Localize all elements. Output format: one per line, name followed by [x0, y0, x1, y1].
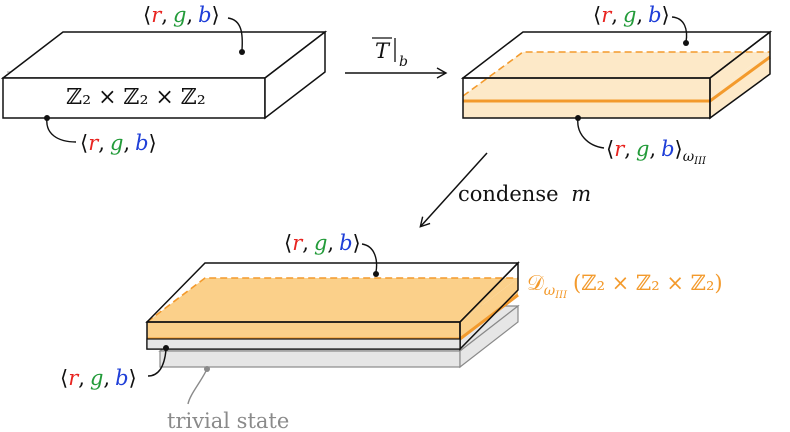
arrow-condense-m: condense m — [419, 152, 591, 228]
slab2-top-boundary-label: ⟨r,g,b⟩ — [593, 3, 689, 46]
slab2-orange-top — [463, 52, 770, 96]
slab2-orange-dashed — [462, 51, 770, 97]
slab-twisted-quantum-double — [145, 261, 520, 351]
arrow1-T-label: T — [375, 39, 391, 63]
rang-glyph: ⟩ — [212, 3, 220, 27]
g-label: g — [173, 3, 186, 27]
twisted-double-label: 𝒟ωIII(ℤ₂ × ℤ₂ × ℤ₂) — [527, 271, 723, 301]
slab1-group-label: ℤ₂ × ℤ₂ × ℤ₂ — [66, 85, 205, 110]
omega-sub: ω — [683, 149, 695, 165]
arrow2-label: condense m — [458, 182, 591, 206]
r-label: r — [151, 3, 163, 27]
svg-text:⟨r,g,b⟩: ⟨r,g,b⟩ — [593, 3, 670, 27]
D-symbol: 𝒟 — [527, 271, 544, 295]
slab-z2-cubed: ℤ₂ × ℤ₂ × ℤ₂ — [0, 30, 328, 120]
slab1-bottom-boundary-label: ⟨r,g,b⟩ — [44, 115, 157, 155]
bottom-top-boundary-label: ⟨r,g,b⟩ — [284, 231, 379, 277]
svg-text:𝒟ωIII(ℤ₂ × ℤ₂ × ℤ₂): 𝒟ωIII(ℤ₂ × ℤ₂ × ℤ₂) — [527, 271, 723, 301]
svg-text:⟨r,g,b⟩: ⟨r,g,b⟩ — [60, 366, 137, 390]
svg-text:trivial state: trivial state — [167, 409, 289, 432]
slab1-top-pointer — [227, 17, 243, 51]
slab2-orange-front — [463, 96, 710, 118]
svg-text:⟨r,g,b⟩: ⟨r,g,b⟩ — [284, 231, 361, 255]
slab2-bottom-omega-label: ⟨r,g,b⟩ωIII — [575, 115, 707, 167]
svg-text:⟨r,g,b⟩: ⟨r,g,b⟩ — [80, 131, 157, 155]
svg-text:⟨r,g,b⟩: ⟨r,g,b⟩ — [143, 3, 220, 27]
arrow1-sub-label: b — [399, 54, 408, 70]
slab1-bottom-pointer — [46, 117, 77, 143]
slab1-right-face — [264, 30, 326, 120]
trivial-state-label: trivial state — [167, 366, 289, 432]
slab1-top-boundary-label: ⟨r,g,b⟩ — [143, 3, 245, 55]
bottom-left-boundary-label: ⟨r,g,b⟩ — [60, 345, 169, 390]
arrow-T-restricted: T b — [345, 37, 448, 79]
svg-text:⟨r,g,b⟩ωIII: ⟨r,g,b⟩ωIII — [606, 137, 707, 167]
b-label: b — [198, 3, 211, 27]
slab1-front-face — [2, 77, 266, 119]
slab-with-orange-layer — [460, 30, 773, 120]
lang-glyph: ⟨ — [143, 3, 151, 27]
